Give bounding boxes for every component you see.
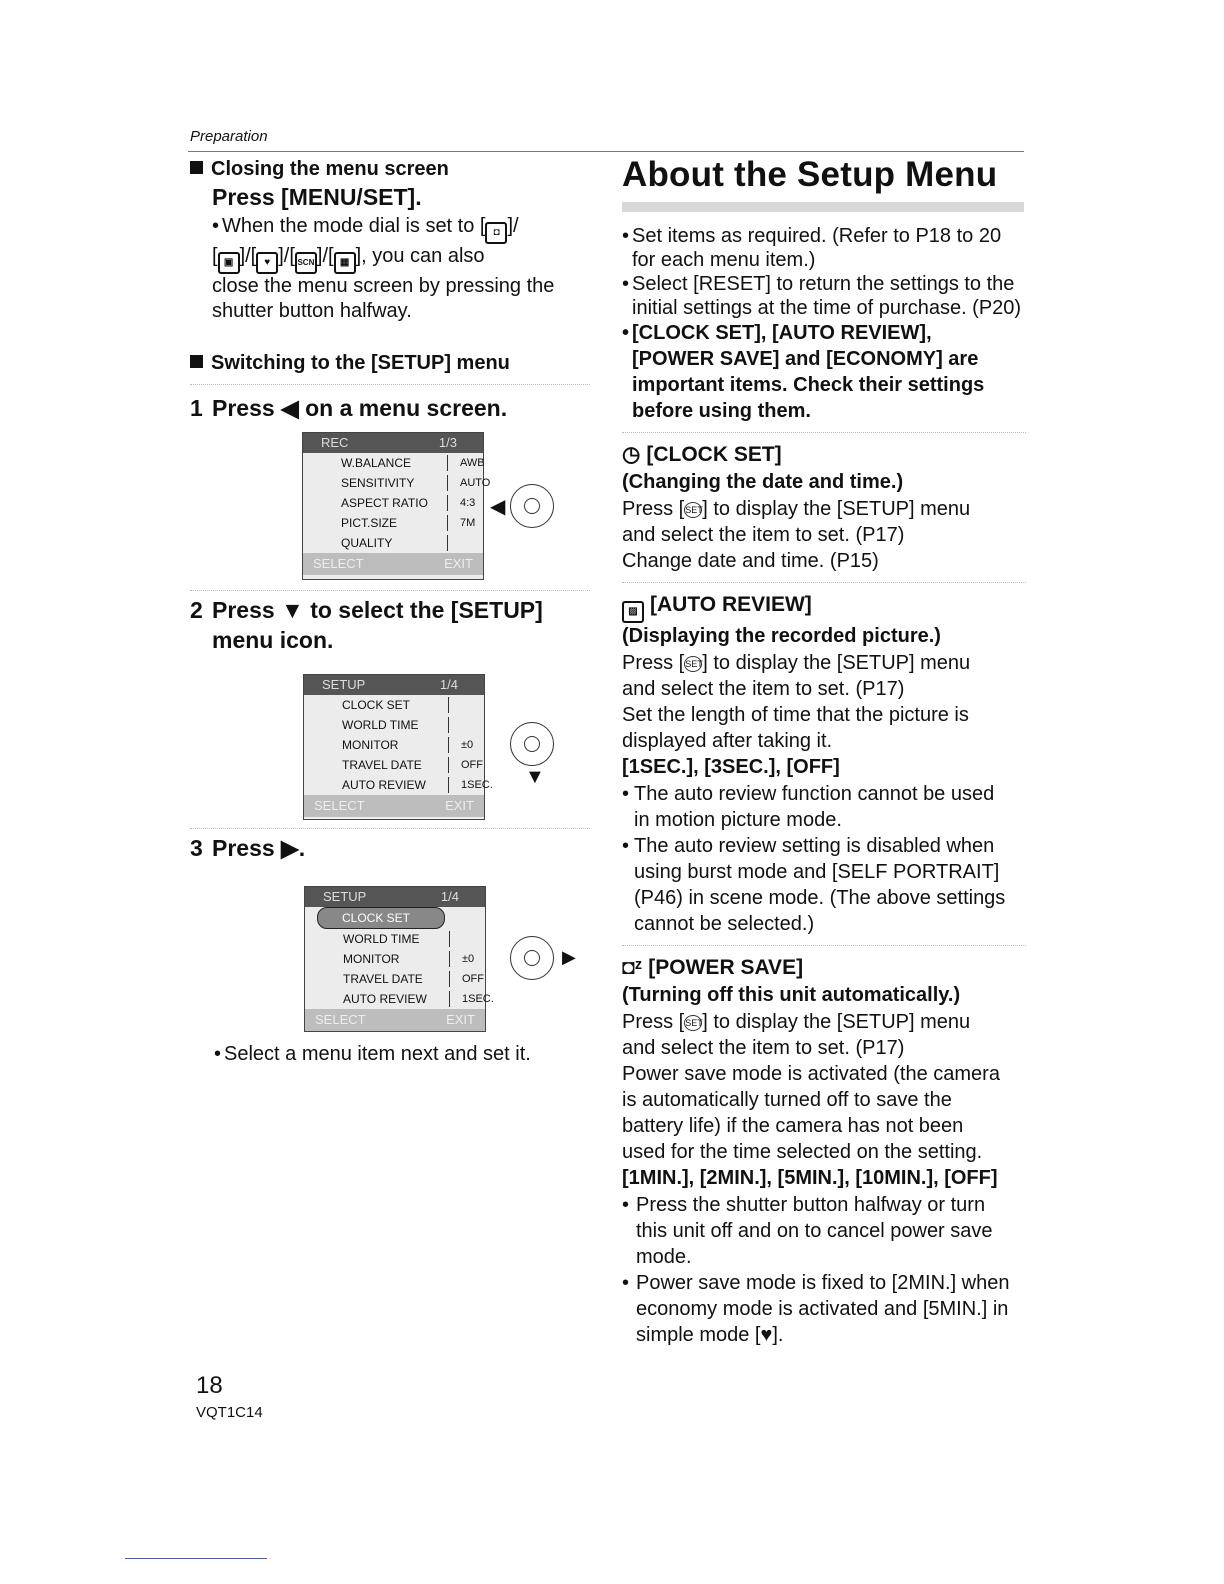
review-line-1: Press [SET] to display the [SETUP] menu <box>622 652 971 674</box>
square-bullet-icon <box>190 161 203 174</box>
motion-picture-icon: ▦ <box>333 252 356 274</box>
clock-line-1: Press [SET] to display the [SETUP] menu <box>622 498 971 520</box>
lcd-row: WORLD TIME <box>304 715 484 735</box>
lcd-row: QUALITY <box>303 533 483 553</box>
clock-icon: ◷ <box>622 443 641 466</box>
menu-set-icon: SET <box>684 502 703 518</box>
page-number: 18 <box>196 1372 223 1399</box>
title-underline <box>622 202 1024 212</box>
power-bullet-1: •Press the shutter button halfway or tur… <box>622 1194 986 1216</box>
power-bullet-2: •Power save mode is fixed to [2MIN.] whe… <box>622 1272 1010 1294</box>
review-bullet-1: •The auto review function cannot be used <box>622 783 995 805</box>
right-column: About the Setup Menu •Set items as requi… <box>622 154 1026 1348</box>
lcd-row-selected: CLOCK SET <box>317 907 445 929</box>
model-code: VQT1C14 <box>196 1404 263 1421</box>
closing-press: Press [MENU/SET]. <box>212 184 422 210</box>
important-bullet: •[CLOCK SET], [AUTO REVIEW], <box>622 322 932 344</box>
intro-bullet-2: •Select [RESET] to return the settings t… <box>622 273 1015 295</box>
lcd-row: CLOCK SET <box>304 695 484 715</box>
power-line-1: Press [SET] to display the [SETUP] menu <box>622 1011 971 1033</box>
heart-mode-icon: ♥ <box>256 252 279 274</box>
section-label: Preparation <box>190 128 268 145</box>
right-arrow-icon: ▶ <box>562 947 576 967</box>
power-save-heading: ◘ᶻ[POWER SAVE] <box>622 954 1026 982</box>
dotted-divider <box>622 582 1026 583</box>
review-bullet-2: •The auto review setting is disabled whe… <box>622 835 995 857</box>
page-title: About the Setup Menu <box>622 155 998 194</box>
camera-icon: ◘ <box>485 222 508 244</box>
lcd-row: MONITOR±0 <box>342 737 474 753</box>
closing-heading: Closing the menu screen <box>190 156 590 182</box>
cursor-dial-icon <box>510 484 554 528</box>
square-bullet-icon <box>190 355 203 368</box>
lcd-row: WORLD TIME <box>305 929 485 949</box>
power-save-icon: ◘ᶻ <box>622 956 643 979</box>
cursor-dial-icon <box>510 936 554 980</box>
menu-set-icon: SET <box>684 1015 703 1031</box>
switching-heading: Switching to the [SETUP] menu <box>190 350 590 376</box>
bottom-link-line <box>125 1558 267 1559</box>
header-rule <box>188 151 1024 152</box>
scene-icon: SCN <box>294 252 317 274</box>
dotted-divider <box>622 432 1026 433</box>
dotted-divider <box>622 945 1026 946</box>
clock-set-heading: ◷[CLOCK SET] <box>622 441 1026 469</box>
dotted-divider <box>190 828 590 829</box>
menu-set-icon: SET <box>684 656 703 672</box>
review-icon: ▨ <box>622 601 644 623</box>
intro-bullet-1: •Set items as required. (Refer to P18 to… <box>622 225 1002 247</box>
lcd-row: MONITOR±0 <box>343 951 475 967</box>
dotted-divider <box>190 590 590 591</box>
left-arrow-icon: ◀ <box>490 496 506 518</box>
camera-lock-icon: ▣ <box>217 252 240 274</box>
final-bullet: •Select a menu item next and set it. <box>214 1043 531 1065</box>
dotted-divider <box>190 384 590 385</box>
down-arrow-icon: ▼ <box>525 766 545 788</box>
left-column: Closing the menu screen Press [MENU/SET]… <box>190 156 590 423</box>
cursor-dial-icon <box>510 722 554 766</box>
closing-bullet: •When the mode dial is set to [◘]/ [▣]/[… <box>212 215 555 322</box>
auto-review-heading: ▨[AUTO REVIEW] <box>622 591 1026 623</box>
